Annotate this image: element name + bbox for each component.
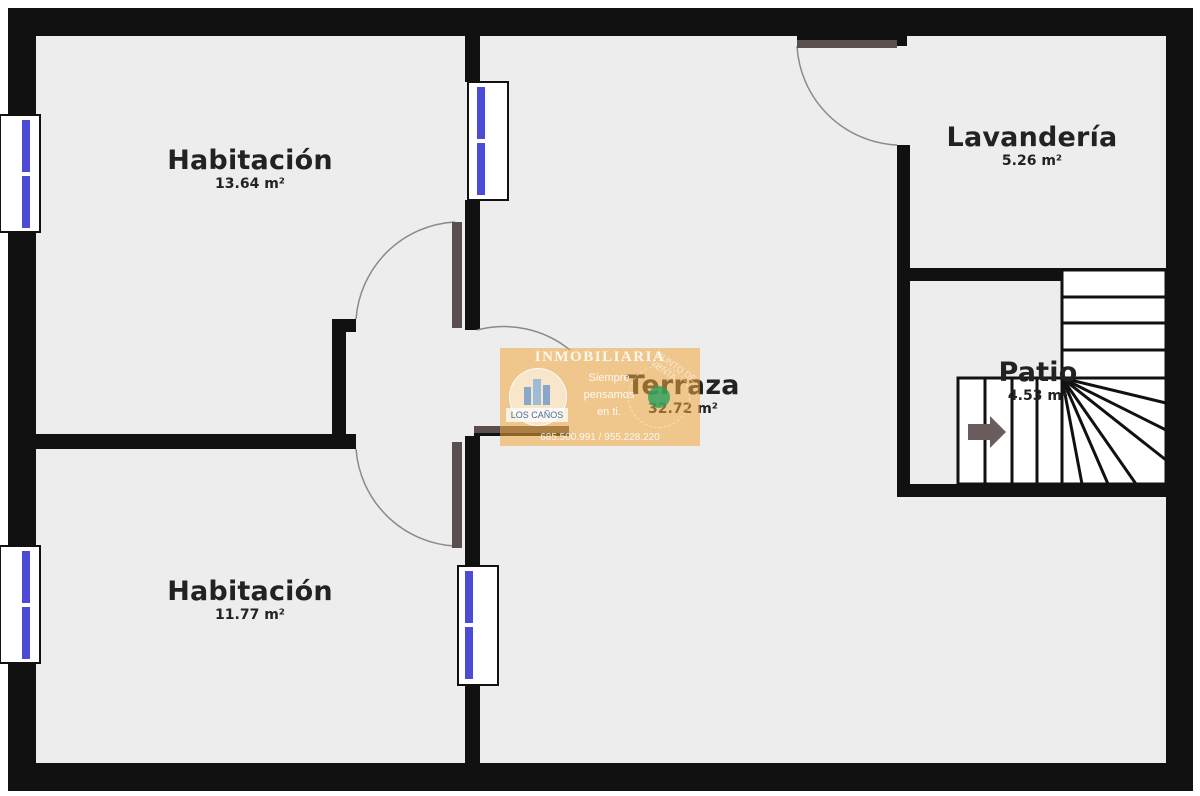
room-area: 5.26 m² — [1001, 153, 1063, 169]
room-label-habitacion-bottom: Habitación 11.77 m² — [150, 576, 350, 623]
windows — [0, 81, 509, 686]
room-name: Habitación — [167, 576, 333, 607]
stair-direction-arrow — [968, 416, 1006, 448]
door-swing-terrace — [476, 325, 571, 351]
room-area: 4.53 m² — [1007, 388, 1069, 404]
room-name: Lavandería — [946, 122, 1118, 153]
watermark-title: INMOBILIARIA — [534, 349, 666, 365]
window-inner-top — [467, 81, 509, 201]
room-label-lavanderia: Lavandería 5.26 m² — [932, 122, 1132, 169]
staircase — [956, 268, 1168, 486]
room-label-habitacion-top: Habitación 13.64 m² — [150, 145, 350, 192]
door-swing-bottom-bedroom — [355, 448, 456, 547]
watermark-brand: LOS CAÑOS — [506, 408, 568, 422]
seal-center-icon — [648, 386, 670, 408]
point-of-sale-seal-icon — [628, 366, 690, 428]
watermark-slogan: Siempre pensamos en ti. — [583, 372, 635, 418]
door-swing-top-bedroom — [355, 221, 456, 320]
window-inner-bottom — [457, 565, 499, 686]
window-left-bottom — [0, 545, 41, 664]
door-swing-laundry — [796, 45, 898, 146]
room-name: Patio — [998, 357, 1078, 388]
watermark-phones: 685.500.991 / 955.228.220 — [540, 432, 660, 443]
agency-watermark: INMOBILIARIA LOS CAÑOS Siempre pensamos … — [500, 348, 700, 446]
room-label-patio: Patio 4.53 m² — [978, 357, 1098, 404]
room-area: 11.77 m² — [215, 607, 285, 623]
room-name: Habitación — [167, 145, 333, 176]
room-area: 13.64 m² — [215, 176, 285, 192]
doors — [355, 45, 898, 547]
window-left-top — [0, 114, 41, 233]
